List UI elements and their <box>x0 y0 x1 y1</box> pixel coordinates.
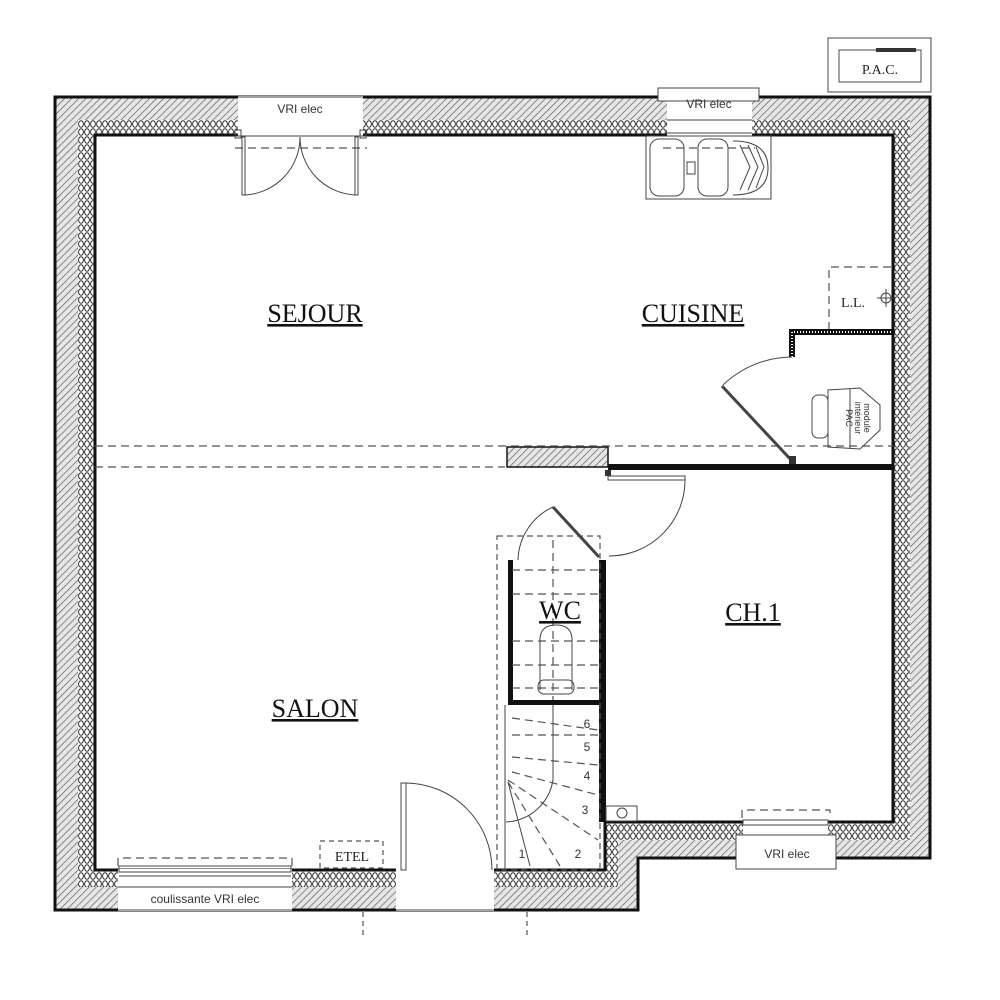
window-bottom-left[interactable]: coulissante VRI elec <box>117 857 293 911</box>
step-number: 2 <box>575 847 582 861</box>
pac-indoor-module-icon: module intérieur PAC <box>811 387 881 450</box>
module-label: PAC <box>844 409 854 427</box>
wc-area <box>496 505 601 871</box>
water-outlet-icon <box>616 807 628 819</box>
window-top-right[interactable]: VRI elec <box>657 87 760 136</box>
etel-label: ETEL <box>335 850 369 865</box>
room-label-salon: SALON <box>272 694 359 723</box>
window-top-left[interactable]: VRI elec <box>234 96 367 196</box>
exterior-walls <box>53 95 932 912</box>
pac-exterior-unit: P.A.C. <box>827 37 932 93</box>
interior-partitions <box>95 329 893 822</box>
laundry-area: L.L. <box>828 266 895 330</box>
window-label: VRI elec <box>277 102 322 116</box>
toilet-icon <box>539 624 573 690</box>
module-label: intérieur <box>853 402 863 435</box>
room-label-sejour: SEJOUR <box>267 299 363 328</box>
staircase[interactable]: 1 2 3 4 5 6 <box>504 705 638 870</box>
etel-box: ETEL <box>319 840 384 869</box>
door-chambre[interactable] <box>605 470 686 557</box>
window-label: VRI elec <box>686 97 731 111</box>
module-label: module <box>862 403 872 433</box>
room-label-chambre1: CH.1 <box>725 598 781 627</box>
room-label-cuisine: CUISINE <box>642 299 745 328</box>
door-wc[interactable] <box>551 505 601 559</box>
entry-door[interactable] <box>362 782 528 935</box>
window-label: VRI elec <box>764 847 809 861</box>
step-number: 4 <box>584 769 591 783</box>
kitchen-sink-icon <box>645 135 772 200</box>
step-number: 3 <box>582 803 589 817</box>
step-number: 1 <box>519 847 526 861</box>
window-label: coulissante VRI elec <box>151 892 260 906</box>
door-cellier[interactable] <box>720 356 796 464</box>
laundry-label: L.L. <box>841 296 865 311</box>
step-number: 5 <box>584 740 591 754</box>
pac-label: P.A.C. <box>862 63 898 78</box>
window-bottom-right[interactable]: VRI elec <box>735 809 837 870</box>
room-label-wc: WC <box>539 596 581 625</box>
step-number: 6 <box>584 717 591 731</box>
